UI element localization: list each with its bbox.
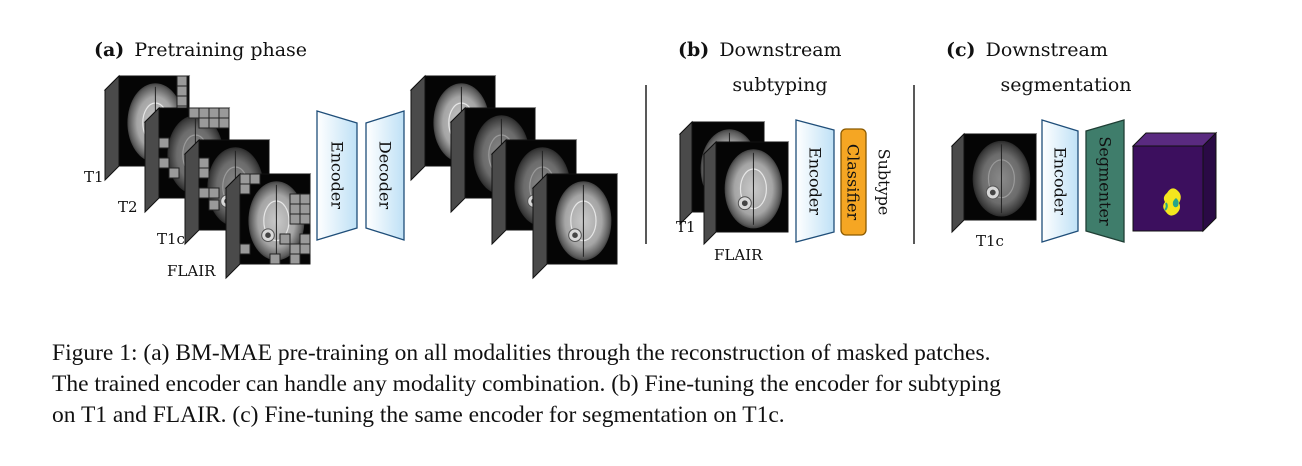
label-flair-a: FLAIR (167, 262, 216, 280)
label-t1-b: T1 (676, 218, 696, 236)
segmentation-output (1131, 131, 1218, 233)
panel-a-title: (a) Pretraining phase (94, 39, 307, 61)
volume-t1c-segmentation (950, 132, 1038, 234)
caption-line-2: The trained encoder can handle any modal… (52, 371, 1001, 397)
figure-caption: Figure 1: (a) BM-MAE pre-training on all… (52, 338, 1267, 431)
volume-flair-subtyping (702, 140, 790, 246)
label-t1c-c: T1c (976, 232, 1004, 250)
encoder-label-c: Encoder (1051, 147, 1070, 215)
encoder-label-b: Encoder (806, 147, 825, 215)
panel-b-title-line2: subtyping (732, 74, 827, 96)
classifier-block (840, 128, 867, 236)
label-t1: T1 (84, 168, 104, 186)
encoder-block-c (1041, 119, 1079, 243)
volume-flair-input (224, 172, 312, 280)
segmenter-block (1085, 119, 1125, 243)
decoder-block (365, 110, 405, 241)
volume-flair-output (531, 172, 619, 280)
encoder-block-a (316, 110, 358, 241)
encoder-label-a: Encoder (328, 141, 347, 209)
panel-c-title-line2: segmentation (1000, 74, 1131, 96)
figure-diagram: (a) Pretraining phase (b) Downstream sub… (84, 39, 1218, 280)
segmenter-label: Segmenter (1096, 136, 1115, 226)
classifier-label: Classifier (844, 144, 863, 221)
decoder-label: Decoder (376, 141, 395, 210)
label-t2: T2 (118, 198, 138, 216)
caption-line-1: Figure 1: (a) BM-MAE pre-training on all… (52, 340, 991, 366)
label-flair-b: FLAIR (714, 246, 763, 264)
subtype-label: Subtype (875, 149, 894, 216)
caption-line-3: on T1 and FLAIR. (c) Fine-tuning the sam… (52, 402, 785, 428)
encoder-block-b (795, 119, 835, 243)
panel-c-title: (c) Downstream (946, 39, 1108, 61)
tumor-mask (1163, 188, 1181, 216)
label-t1c: T1c (157, 230, 185, 248)
panel-b-title: (b) Downstream (678, 39, 842, 61)
